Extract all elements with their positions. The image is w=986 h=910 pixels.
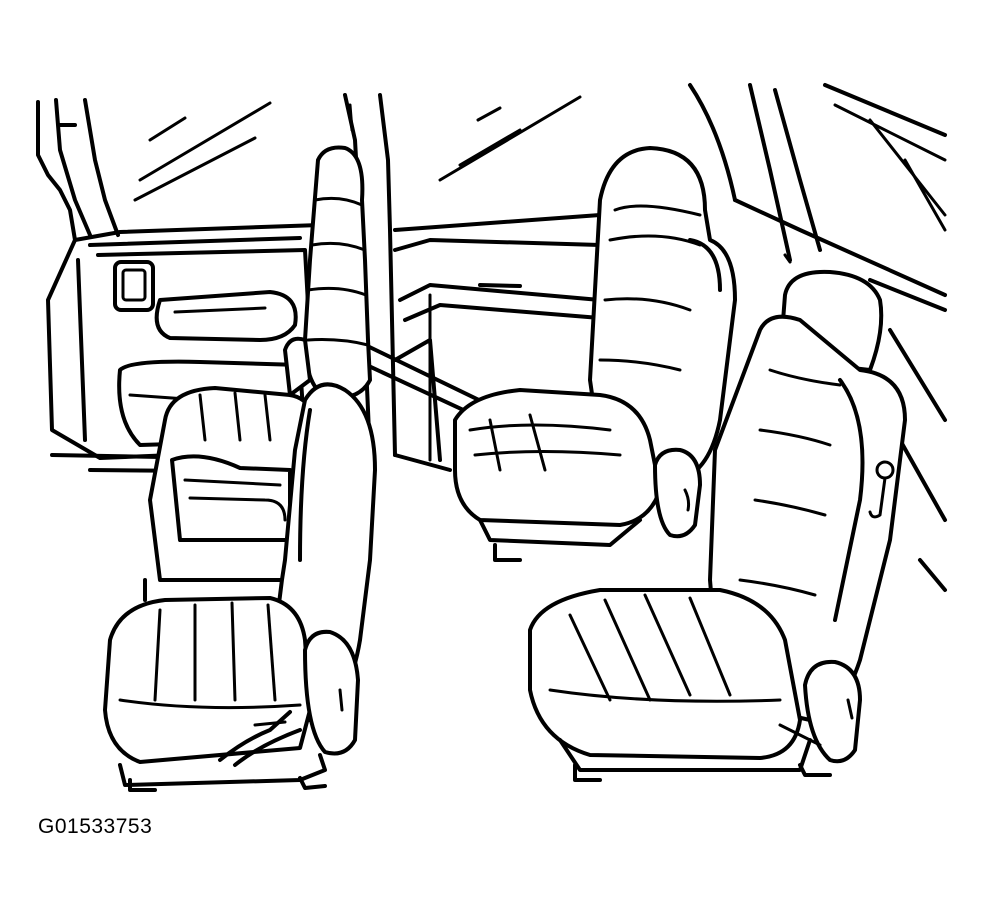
rear-seat: [453, 146, 737, 562]
front-right-seat: [528, 269, 907, 782]
front-left-seat: [103, 145, 377, 792]
figure-id-label: G01533753: [38, 815, 153, 838]
right-wall: [688, 83, 947, 592]
rear-door: [393, 95, 602, 472]
